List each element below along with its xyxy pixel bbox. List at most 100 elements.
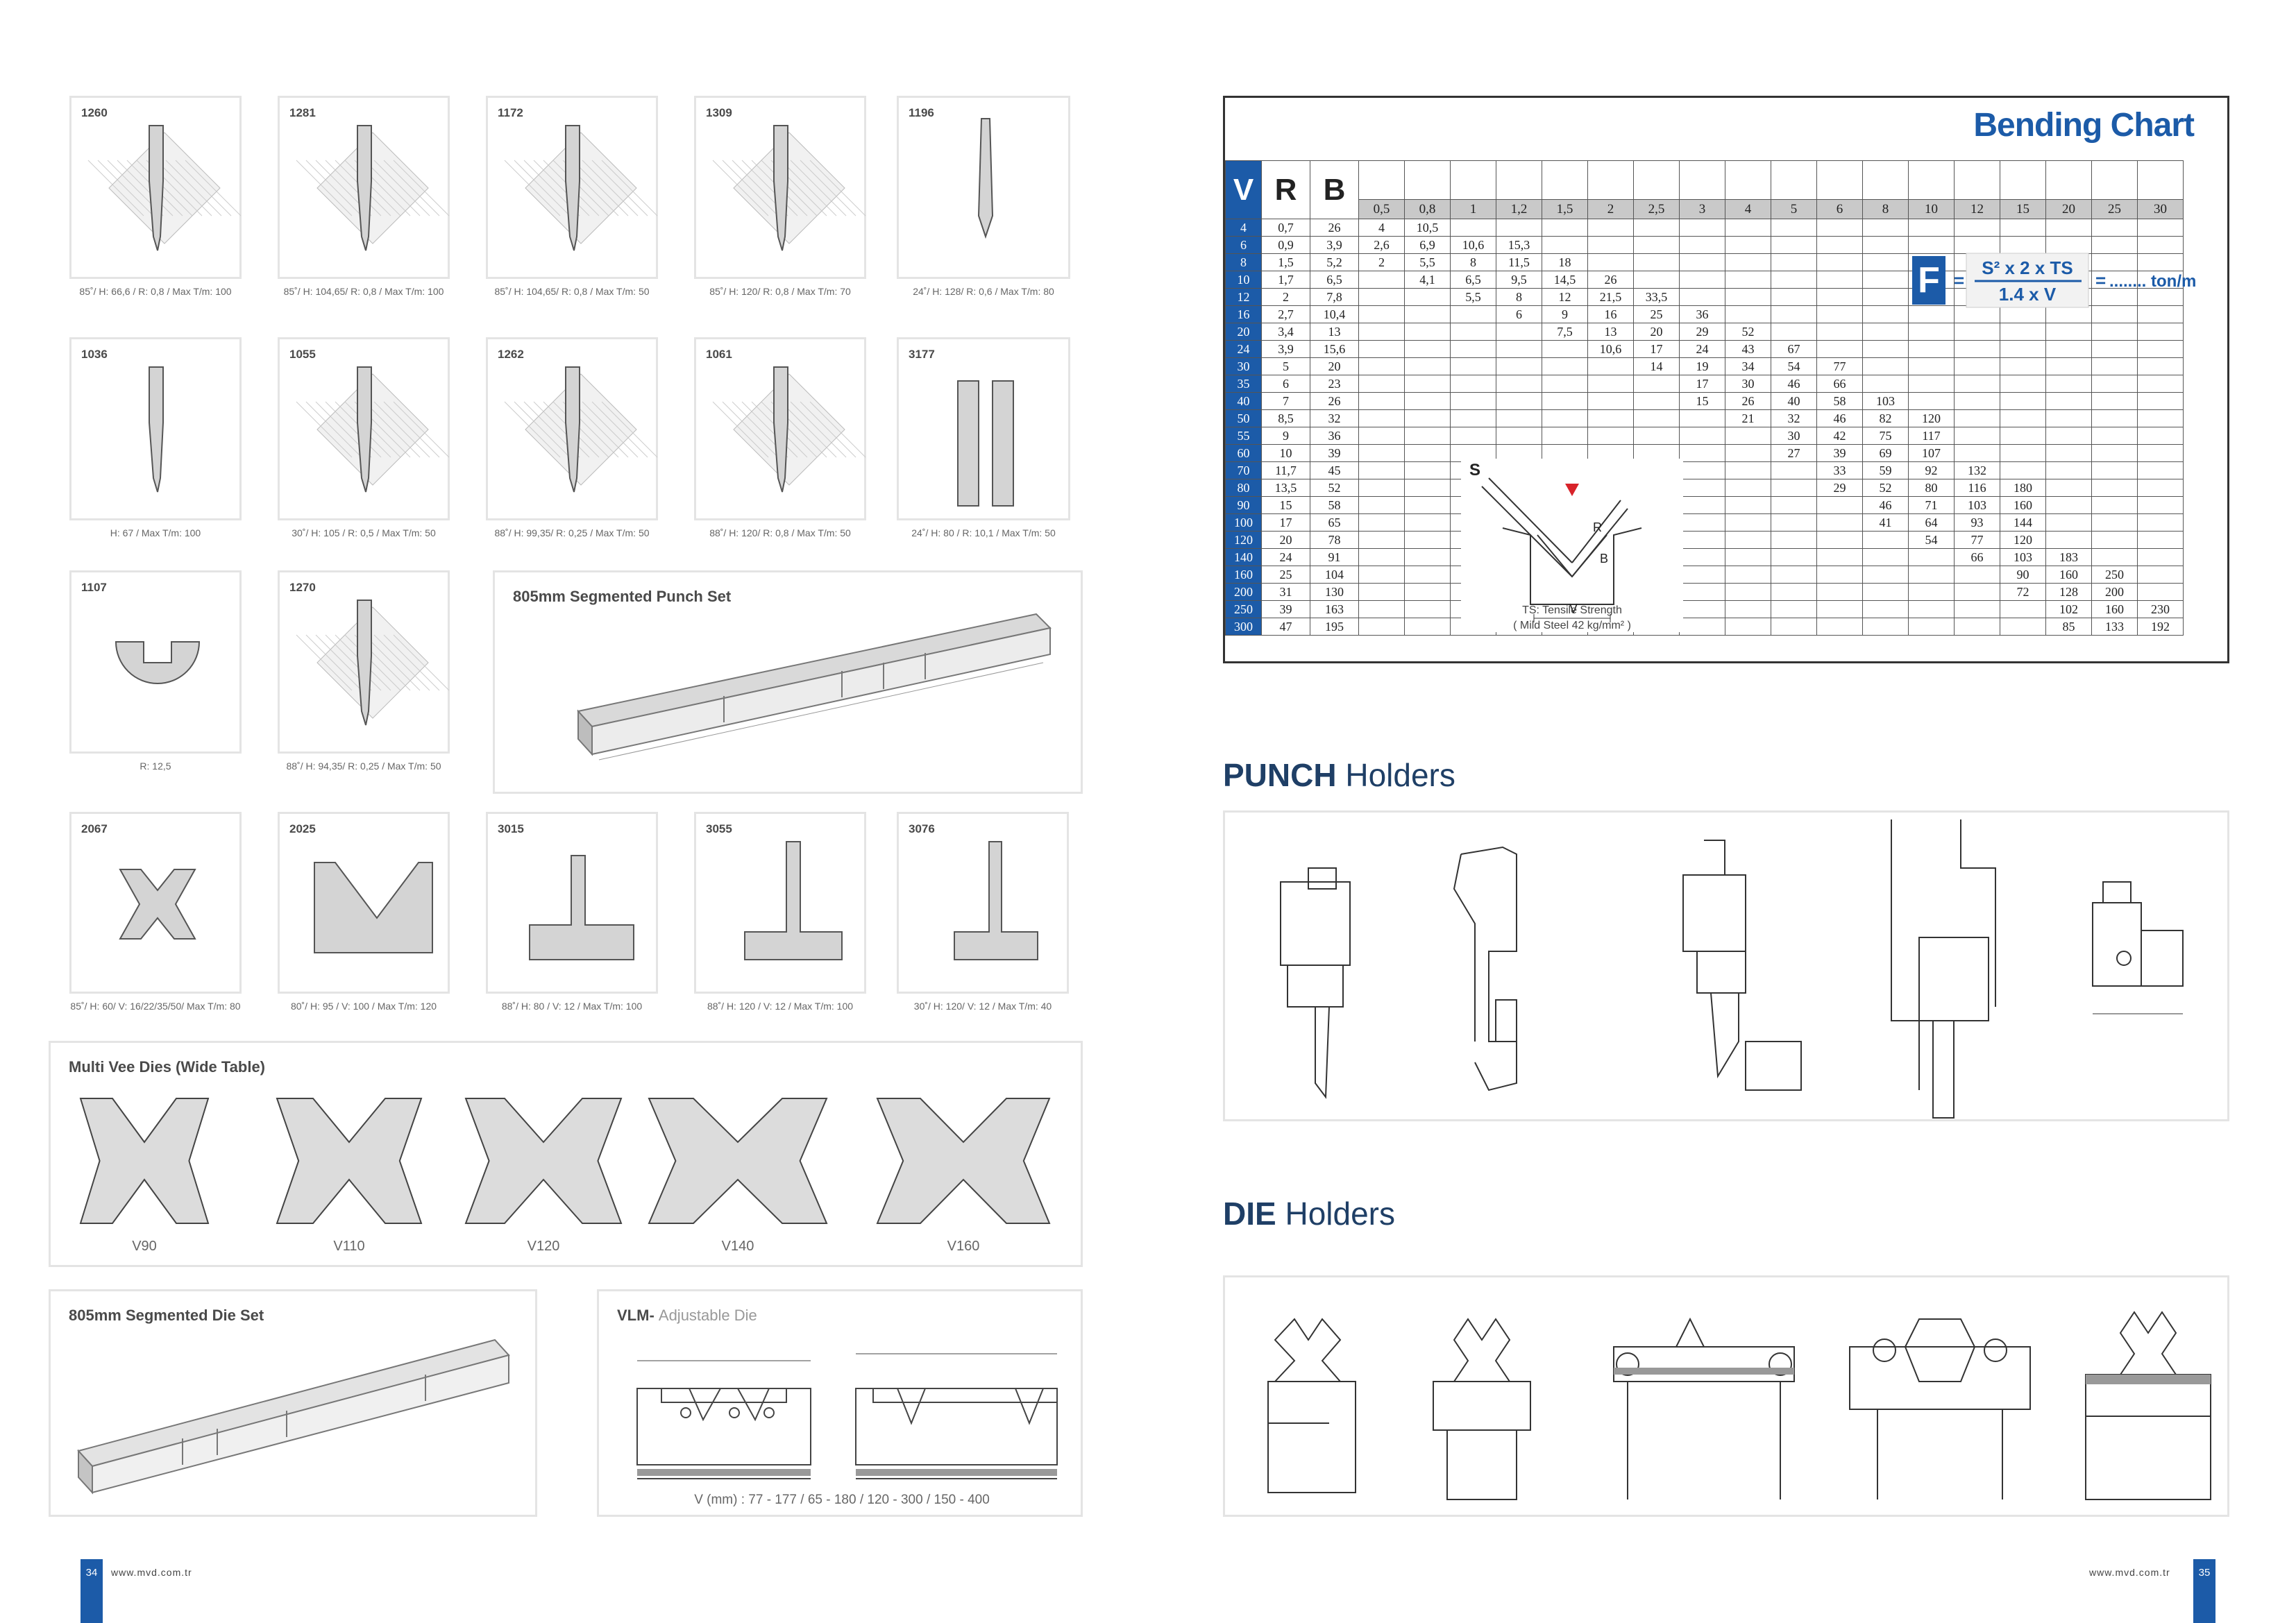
row-r: 9 <box>1261 427 1310 445</box>
tonnage-cell <box>1816 618 1863 636</box>
die-holders-normal: Holders <box>1285 1196 1395 1232</box>
punch-holders-card <box>1223 810 2229 1121</box>
tonnage-cell <box>1862 357 1909 375</box>
tonnage-cell: 71 <box>1908 496 1955 514</box>
row-r: 8,5 <box>1261 409 1310 427</box>
row-b: 3,9 <box>1310 236 1359 254</box>
row-b: 13 <box>1310 323 1359 341</box>
header-spacer <box>1587 160 1634 200</box>
row-b: 65 <box>1310 513 1359 532</box>
tonnage-cell <box>1358 305 1405 323</box>
tonnage-cell <box>1679 219 1725 237</box>
tonnage-cell <box>2045 375 2092 393</box>
tonnage-cell <box>1542 219 1588 237</box>
tonnage-cell: 58 <box>1816 392 1863 410</box>
formula-unit: ........ ton/m <box>2109 272 2196 291</box>
thickness-header: 10 <box>1908 199 1955 219</box>
punch-drawing <box>712 125 866 251</box>
tonnage-cell: 67 <box>1771 340 1817 358</box>
tonnage-cell: 33,5 <box>1633 288 1680 306</box>
tonnage-cell <box>1816 340 1863 358</box>
left-website-link[interactable]: www.mvd.com.tr <box>111 1567 192 1578</box>
tonnage-cell: 29 <box>1679 323 1725 341</box>
tonnage-cell <box>1771 548 1817 566</box>
row-b: 39 <box>1310 444 1359 462</box>
tonnage-cell <box>1725 219 1771 237</box>
row-r: 5 <box>1261 357 1310 375</box>
tonnage-cell: 85 <box>2045 618 2092 636</box>
tonnage-cell <box>2091 219 2138 237</box>
punch-card-9: 3177 <box>897 337 1070 520</box>
thickness-header: 20 <box>2045 199 2092 219</box>
row-b: 10,4 <box>1310 305 1359 323</box>
tonnage-cell <box>1358 513 1405 532</box>
tonnage-cell <box>1542 375 1588 393</box>
tonnage-cell <box>1542 427 1588 445</box>
tonnage-cell <box>2000 375 2046 393</box>
tonnage-formula: F = S² x 2 x TS 1.4 x V = ........ ton/m <box>1912 253 2196 308</box>
tonnage-cell <box>1954 409 2000 427</box>
tonnage-cell <box>1679 271 1725 289</box>
right-website-link[interactable]: www.mvd.com.tr <box>2089 1567 2170 1578</box>
tonnage-cell <box>2000 392 2046 410</box>
row-v: 6 <box>1225 236 1262 254</box>
row-b: 91 <box>1310 548 1359 566</box>
header-spacer <box>1450 160 1496 200</box>
row-v: 140 <box>1225 548 1262 566</box>
tonnage-cell: 120 <box>2000 531 2046 549</box>
tonnage-cell <box>1954 323 2000 341</box>
tonnage-cell <box>1816 548 1863 566</box>
tonnage-cell <box>2000 357 2046 375</box>
tonnage-cell <box>1587 392 1634 410</box>
die-holders-drawing <box>1267 1311 2211 1500</box>
punch-drawing <box>296 366 450 493</box>
punch-caption: 85˚/ H: 120/ R: 0,8 / Max T/m: 70 <box>709 286 851 297</box>
row-r: 15 <box>1261 496 1310 514</box>
tonnage-cell <box>1679 548 1725 566</box>
punch-code: 1172 <box>498 106 523 119</box>
tonnage-cell <box>1954 583 2000 601</box>
vee-die-1: V110 <box>259 1091 439 1258</box>
tonnage-cell <box>1358 566 1405 584</box>
tonnage-cell <box>2045 444 2092 462</box>
row-b: 23 <box>1310 375 1359 393</box>
tonnage-cell: 69 <box>1862 444 1909 462</box>
thickness-header: 15 <box>2000 199 2046 219</box>
tonnage-cell <box>1633 271 1680 289</box>
vee-die-drawing <box>464 1098 623 1224</box>
header-spacer <box>2137 160 2184 200</box>
tonnage-cell <box>2137 444 2184 462</box>
tonnage-cell <box>1908 583 1955 601</box>
die-caption: 85˚/ H: 60/ V: 16/22/35/50/ Max T/m: 80 <box>70 1001 241 1012</box>
tonnage-cell <box>1771 513 1817 532</box>
header-spacer <box>2091 160 2138 200</box>
tonnage-cell <box>2045 340 2092 358</box>
punch-caption: 88˚/ H: 94,35/ R: 0,25 / Max T/m: 50 <box>286 760 441 772</box>
tonnage-cell <box>2000 236 2046 254</box>
tonnage-cell: 24 <box>1679 340 1725 358</box>
tonnage-cell <box>1862 253 1909 271</box>
row-b: 36 <box>1310 427 1359 445</box>
tonnage-cell <box>1771 531 1817 549</box>
tonnage-cell <box>1404 375 1451 393</box>
tonnage-cell <box>1816 305 1863 323</box>
tonnage-cell <box>2137 305 2184 323</box>
tonnage-cell <box>2091 323 2138 341</box>
tonnage-cell: 41 <box>1862 513 1909 532</box>
tonnage-cell <box>1404 323 1451 341</box>
row-b: 163 <box>1310 600 1359 618</box>
tonnage-cell <box>1954 236 2000 254</box>
tonnage-cell <box>1725 427 1771 445</box>
tonnage-cell: 103 <box>1954 496 2000 514</box>
row-r: 6 <box>1261 375 1310 393</box>
header-spacer <box>1633 160 1680 200</box>
tonnage-cell <box>2137 357 2184 375</box>
tonnage-cell: 30 <box>1725 375 1771 393</box>
tonnage-cell: 200 <box>2091 583 2138 601</box>
row-r: 24 <box>1261 548 1310 566</box>
row-r: 11,7 <box>1261 461 1310 479</box>
